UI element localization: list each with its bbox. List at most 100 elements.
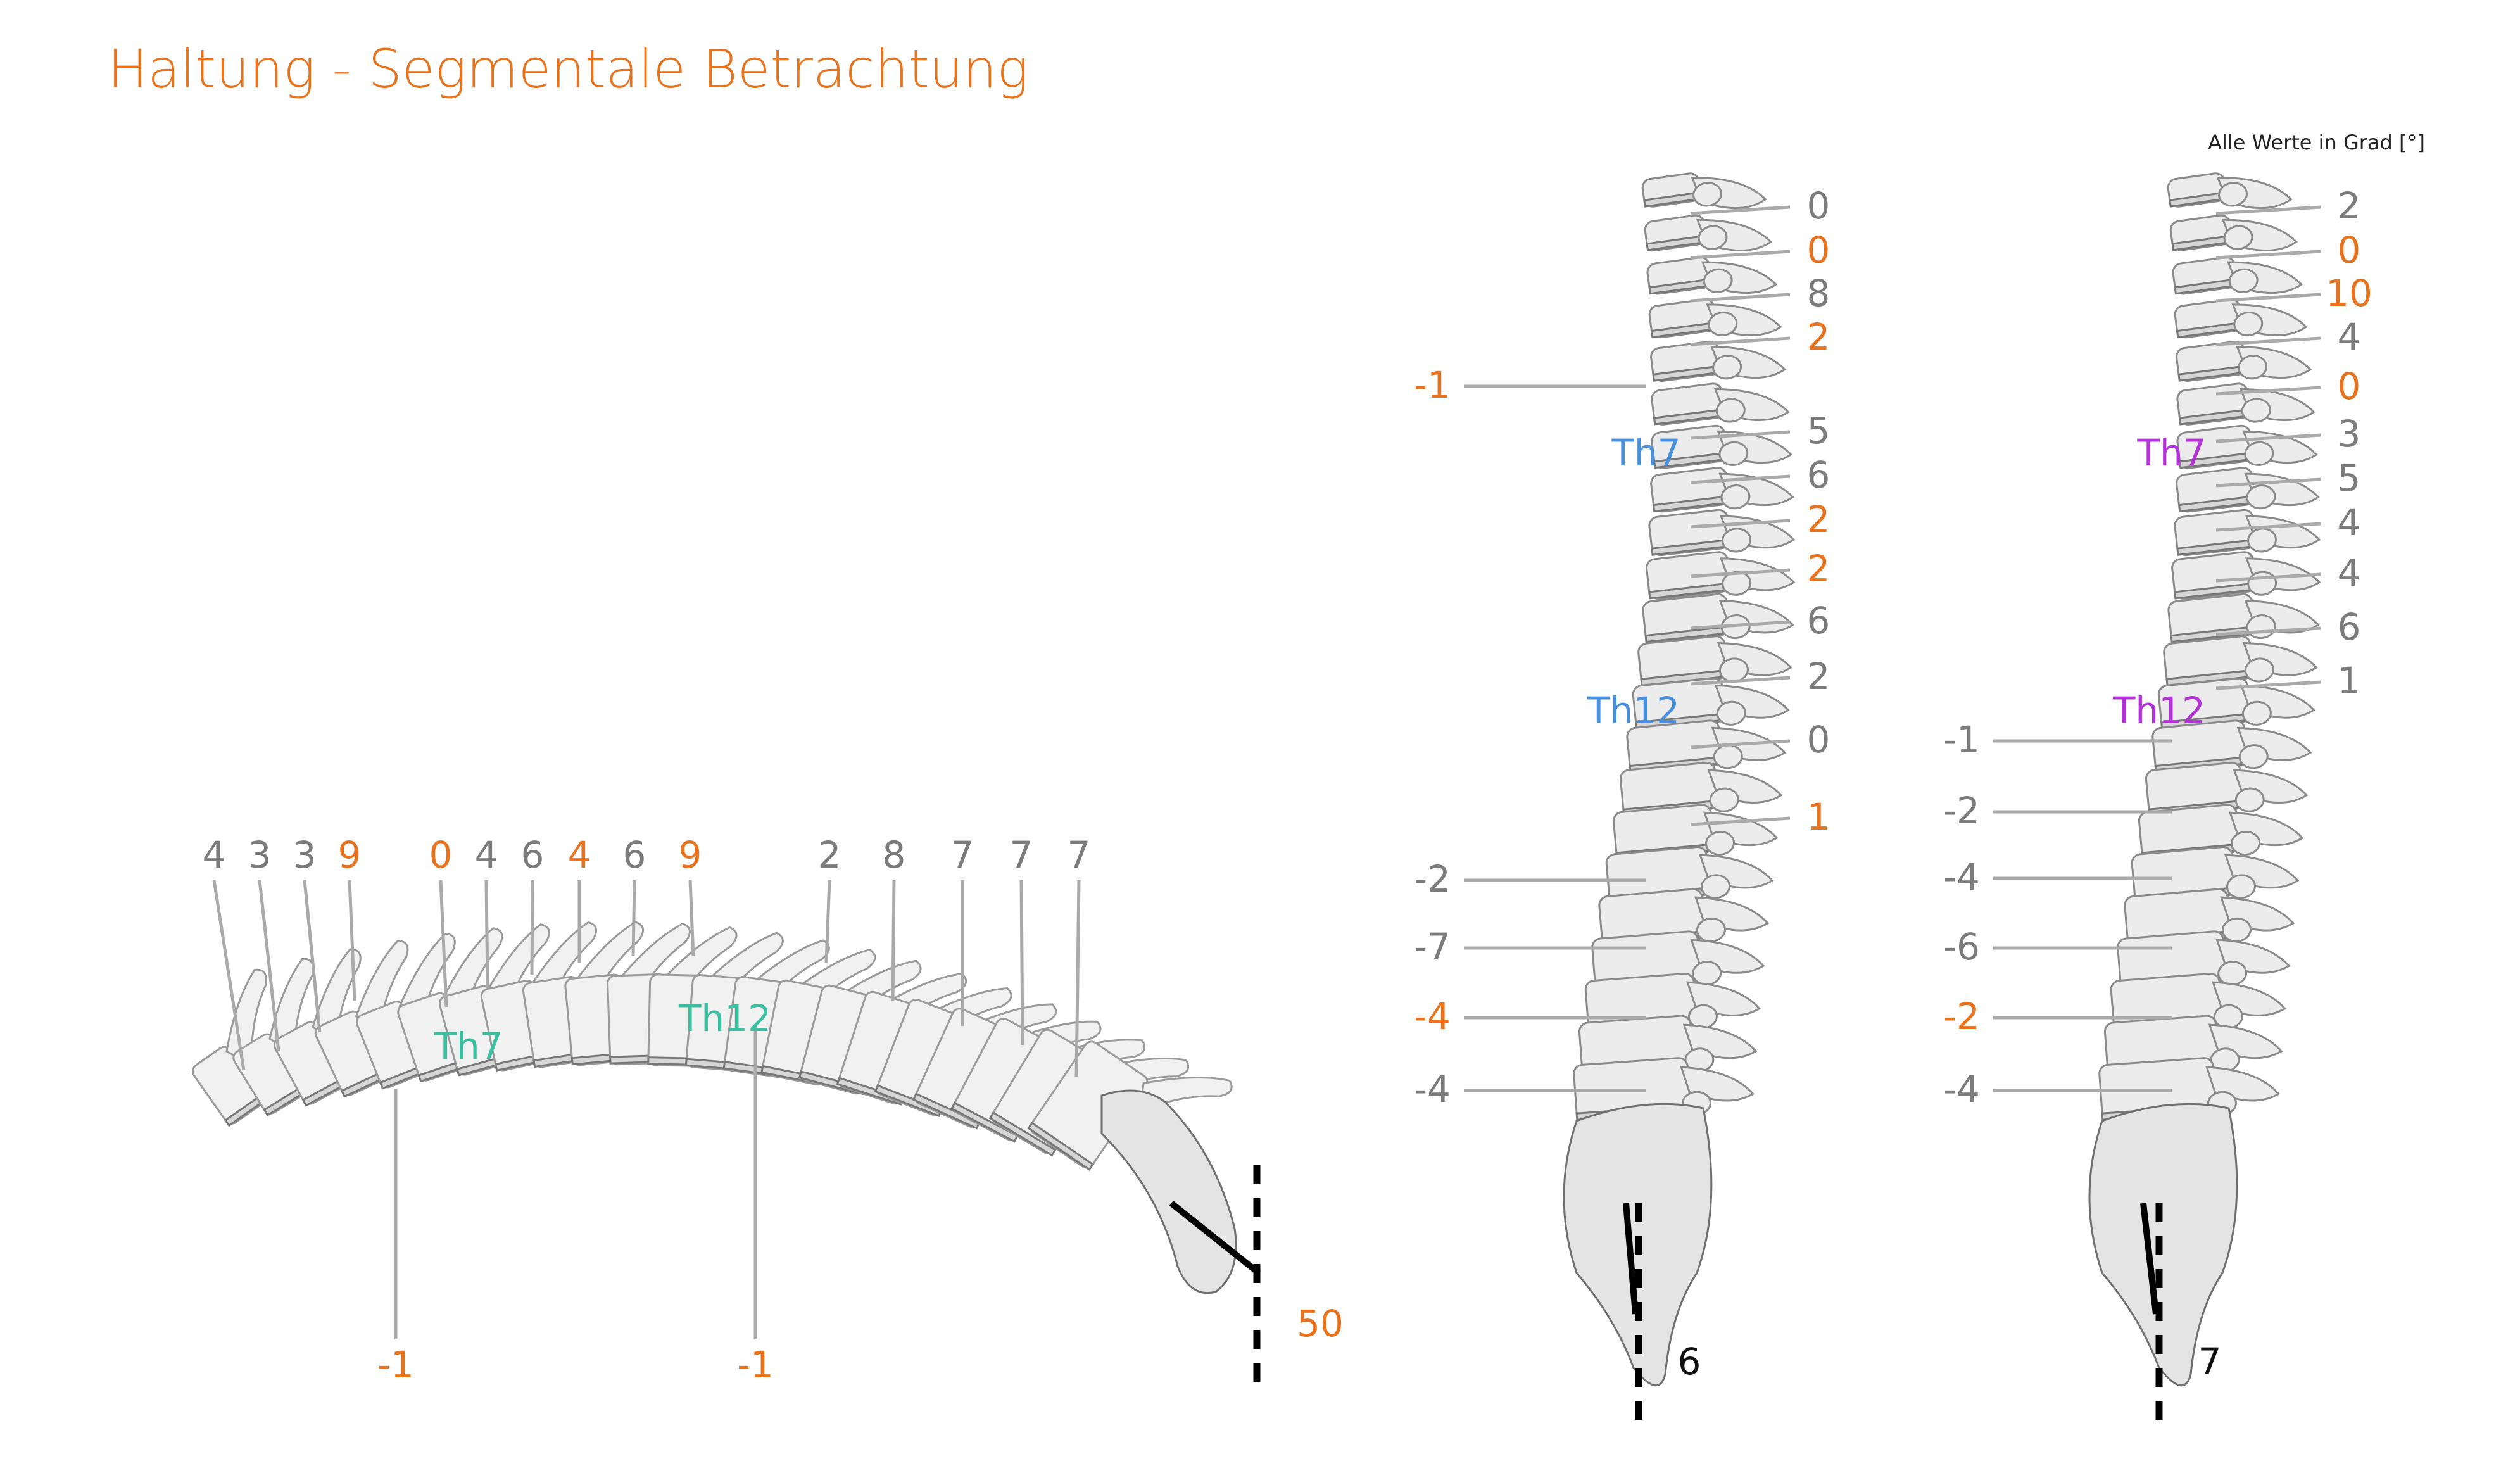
pelvis-line	[1623, 1203, 1639, 1315]
front-value-label: -2	[1943, 995, 1980, 1038]
leader-line	[1690, 676, 1791, 686]
vertebra	[2145, 761, 2309, 818]
vertebra	[2167, 172, 2293, 210]
leader-line	[1074, 880, 1081, 1077]
leader-line	[824, 880, 831, 963]
leader-line	[303, 880, 322, 1033]
leader-line	[2215, 433, 2321, 443]
front-value-label: 4	[2338, 552, 2361, 595]
vertebra	[2167, 593, 2320, 643]
front-value-label: 3	[2338, 412, 2361, 455]
vertebra	[2174, 298, 2308, 339]
vertebra	[1648, 298, 1782, 339]
leader-line	[2215, 205, 2321, 215]
front-value-label: 6	[2338, 605, 2361, 648]
vertebra	[2163, 635, 2318, 687]
level-label-th7: Th7	[1611, 431, 1680, 474]
side-value-label: 4	[203, 833, 226, 876]
vertebra	[1651, 382, 1790, 426]
leader-line	[439, 880, 448, 1008]
leader-line	[1690, 816, 1791, 826]
front-value-label: 0	[2338, 365, 2361, 408]
front-value-label: -4	[1414, 995, 1451, 1038]
side-value-label: 7	[1068, 833, 1091, 876]
pelvis-line	[2140, 1203, 2159, 1315]
vertebra	[2176, 340, 2312, 382]
leader-line	[1690, 739, 1791, 749]
vertebra	[1637, 635, 1792, 687]
leader-line	[1690, 205, 1791, 215]
side-value-label: 4	[568, 833, 591, 876]
level-label-th7: Th7	[433, 1025, 503, 1068]
vertebra	[2172, 256, 2303, 295]
leader-line	[348, 880, 356, 1001]
front-value-label: 2	[1807, 315, 1830, 358]
vertebra	[1646, 256, 1778, 295]
pelvis-angle-value: 50	[1297, 1302, 1344, 1345]
pelvis-angle-value: 6	[1678, 1340, 1701, 1383]
side-value-label: 7	[1010, 833, 1033, 876]
side-value-label: 8	[883, 833, 906, 876]
leader-line	[688, 880, 695, 957]
leader-line	[1019, 880, 1024, 1046]
vertebra	[1646, 551, 1796, 600]
vertebra	[1632, 677, 1790, 731]
front-value-label: -2	[1414, 857, 1451, 901]
front-value-label: 4	[2338, 315, 2361, 358]
vertebra	[2151, 719, 2312, 774]
leader-line	[258, 880, 280, 1052]
front-value-label: -2	[1943, 789, 1980, 832]
front-value-label: 4	[2338, 501, 2361, 544]
pelvis-line	[1169, 1201, 1261, 1275]
leader-line	[1690, 336, 1791, 346]
sacrum	[1100, 1089, 1237, 1294]
leader-line	[2215, 522, 2321, 532]
vertebra	[1644, 214, 1773, 252]
leader-line	[1690, 620, 1791, 630]
front-value-label: 6	[1807, 599, 1830, 642]
vertebra	[2174, 509, 2321, 557]
leader-line	[2215, 293, 2321, 303]
front-value-label: 8	[1807, 272, 1830, 315]
front-value-label: -4	[1943, 1068, 1980, 1111]
leader-line	[631, 880, 636, 957]
side-value-label: -1	[377, 1343, 414, 1386]
front-value-label: 5	[1807, 409, 1830, 452]
side-value-label: 2	[818, 833, 841, 876]
vertebra	[1650, 467, 1794, 513]
vertebra	[2176, 382, 2315, 426]
side-value-label: 6	[623, 833, 646, 876]
pelvis-angle-value: 7	[2198, 1340, 2222, 1383]
leader-line	[2215, 626, 2321, 636]
side-value-label: 3	[248, 833, 272, 876]
side-value-label: 4	[475, 833, 498, 876]
side-value-label: -1	[737, 1343, 774, 1386]
front-value-label: 2	[1807, 655, 1830, 698]
leader-line	[484, 880, 489, 989]
leader-line	[1690, 430, 1791, 440]
vertebra	[2171, 551, 2321, 600]
level-label-th7: Th7	[2136, 431, 2206, 474]
front-value-label: -6	[1943, 925, 1980, 968]
units-note: Alle Werte in Grad [°]	[2208, 130, 2425, 155]
vertebra	[1641, 172, 1767, 210]
front-value-label: 6	[1807, 453, 1830, 496]
leader-line	[212, 880, 246, 1071]
leader-line	[1690, 474, 1791, 484]
front-value-label: 0	[1807, 184, 1830, 227]
side-value-label: 0	[429, 833, 453, 876]
front-value-label: 0	[1807, 718, 1830, 761]
front-value-label: -1	[1943, 718, 1980, 761]
front-value-label: 1	[2338, 659, 2361, 702]
level-label-th12: Th12	[2112, 689, 2205, 732]
front-value-label: -4	[1943, 856, 1980, 899]
level-label-th12: Th12	[678, 997, 771, 1040]
front-value-label: 1	[1807, 795, 1830, 838]
front-value-label: 5	[2338, 457, 2361, 500]
sacrum	[2088, 1103, 2238, 1387]
vertebra	[1612, 804, 1779, 861]
side-value-label: 6	[521, 833, 545, 876]
leader-line	[2215, 336, 2321, 346]
